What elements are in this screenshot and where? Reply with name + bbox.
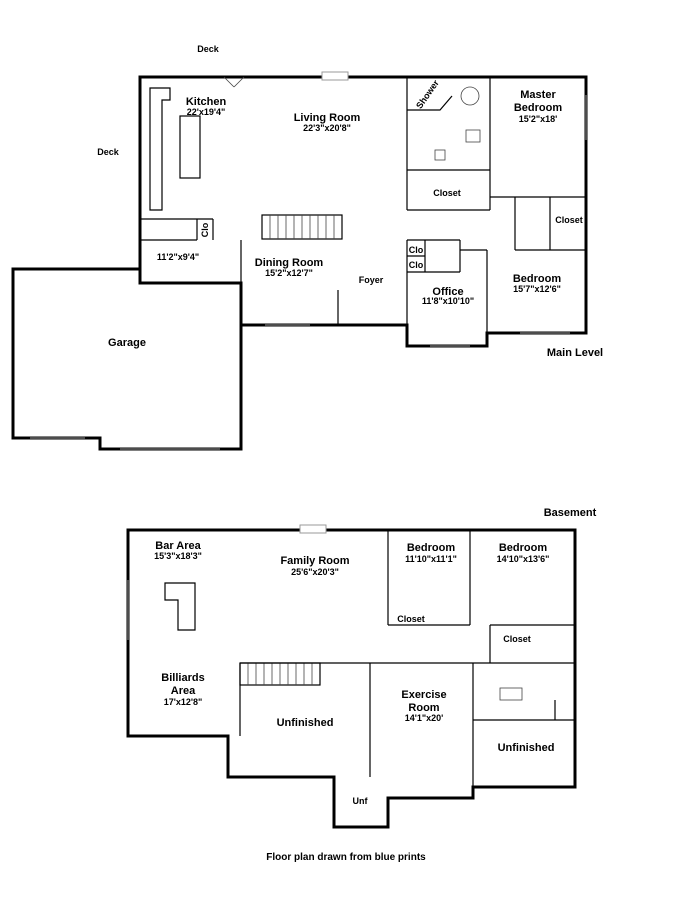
main-level-title: Main Level [547,347,603,359]
billiards-dim: 17'x12'8" [164,697,203,707]
basement-closet-2: Closet [503,634,531,644]
basement-closet-1: Closet [397,614,425,624]
basement-stairs [239,662,321,686]
kitchen-label: Kitchen [186,96,227,108]
master-label-1: Master [520,89,556,101]
bar-area-label: Bar Area [155,540,201,552]
living-room-label: Living Room [294,112,361,124]
master-closet-label: Closet [433,188,461,198]
master-dim: 15'2"x18' [519,114,558,124]
fireplace [321,71,349,81]
billiards-label-1: Billiards [161,672,204,684]
master-label-2: Bedroom [514,102,563,114]
foyer-label: Foyer [359,275,384,285]
basement-fireplace [299,524,327,534]
kitchen-island [179,115,201,179]
unf-label: Unf [353,796,369,806]
family-room-dim: 25'6"x20'3" [291,567,339,577]
garage-label: Garage [108,337,146,349]
unfinished-2-label: Unfinished [498,742,555,754]
basement-bedroom-1-dim: 11'10"x11'1" [405,554,457,564]
main-outer-wall [138,75,588,348]
basement-bedroom-1-label: Bedroom [407,542,456,554]
office-dim: 11'8"x10'10" [422,296,474,306]
kitchen-clo-label: Clo [200,222,210,237]
basement-bedroom-2-label: Bedroom [499,542,548,554]
main-level-plan [11,71,588,451]
deck-left-label: Deck [97,147,120,157]
exercise-label-2: Room [408,702,439,714]
exercise-dim: 14'1"x20' [405,713,444,723]
breakfast-dim: 11'2"x9'4" [157,252,199,262]
deck-top-label: Deck [197,44,220,54]
shower-label: Shower [414,78,441,111]
garage-wall [11,267,243,451]
bedroom-label: Bedroom [513,273,562,285]
basement-plan [126,524,577,829]
basement-bedroom-2-dim: 14'10"x13'6" [497,554,550,564]
dining-room-dim: 15'2"x12'7" [265,268,313,278]
right-closet-label: Closet [555,215,583,225]
basement-title: Basement [544,507,597,519]
bedroom-dim: 15'7"x12'6" [513,284,561,294]
exercise-label-1: Exercise [401,689,446,701]
office-clo-2: Clo [409,260,424,270]
living-room-dim: 22'3"x20'8" [303,123,351,133]
kitchen-dim: 22'x19'4" [187,107,226,117]
dining-room-label: Dining Room [255,257,324,269]
bar-counter [164,582,196,631]
billiards-label-2: Area [171,685,196,697]
bar-area-dim: 15'3"x18'3" [154,551,202,561]
caption: Floor plan drawn from blue prints [266,852,426,863]
unfinished-1-label: Unfinished [277,717,334,729]
family-room-label: Family Room [280,555,349,567]
office-label: Office [432,286,463,298]
main-stairs [261,214,343,240]
office-clo-1: Clo [409,245,424,255]
basement-outer-wall [126,528,577,829]
